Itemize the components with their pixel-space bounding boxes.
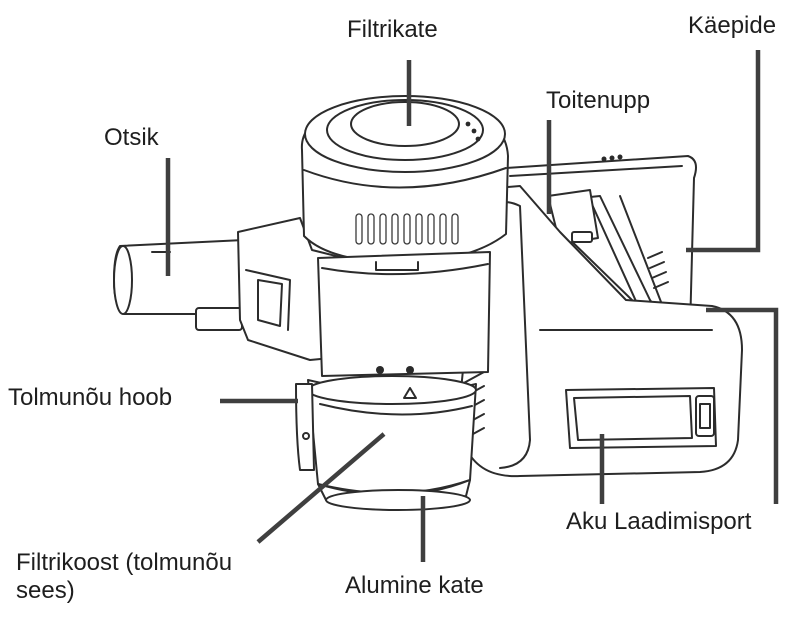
leader-lines bbox=[165, 50, 779, 562]
label-dust-lever: Tolmunõu hoob bbox=[8, 384, 173, 411]
leader-filter-assembly bbox=[256, 432, 386, 544]
label-power-button: Toitenupp bbox=[546, 87, 651, 114]
nozzle bbox=[113, 239, 251, 331]
dust-lever bbox=[295, 383, 315, 471]
leader-handle bbox=[686, 50, 761, 253]
label-nozzle: Otsik bbox=[104, 124, 159, 151]
handle-grip-vents bbox=[647, 251, 669, 289]
dust-bin bbox=[307, 375, 477, 511]
cover-vents bbox=[355, 213, 459, 245]
label-handle: Käepide bbox=[688, 12, 777, 39]
cyclone-cylinder bbox=[317, 251, 491, 377]
label-charging-port: Aku Laadimisport bbox=[566, 508, 752, 535]
filter-cover bbox=[300, 95, 509, 263]
label-filter-cover: Filtrikate bbox=[347, 16, 438, 43]
battery-panel bbox=[565, 387, 717, 449]
label-bottom-cover: Alumine kate bbox=[345, 572, 484, 599]
label-filter-assembly: Filtrikoost (tolmunõu sees) bbox=[16, 549, 233, 604]
leader-charging-port-2 bbox=[706, 307, 779, 504]
